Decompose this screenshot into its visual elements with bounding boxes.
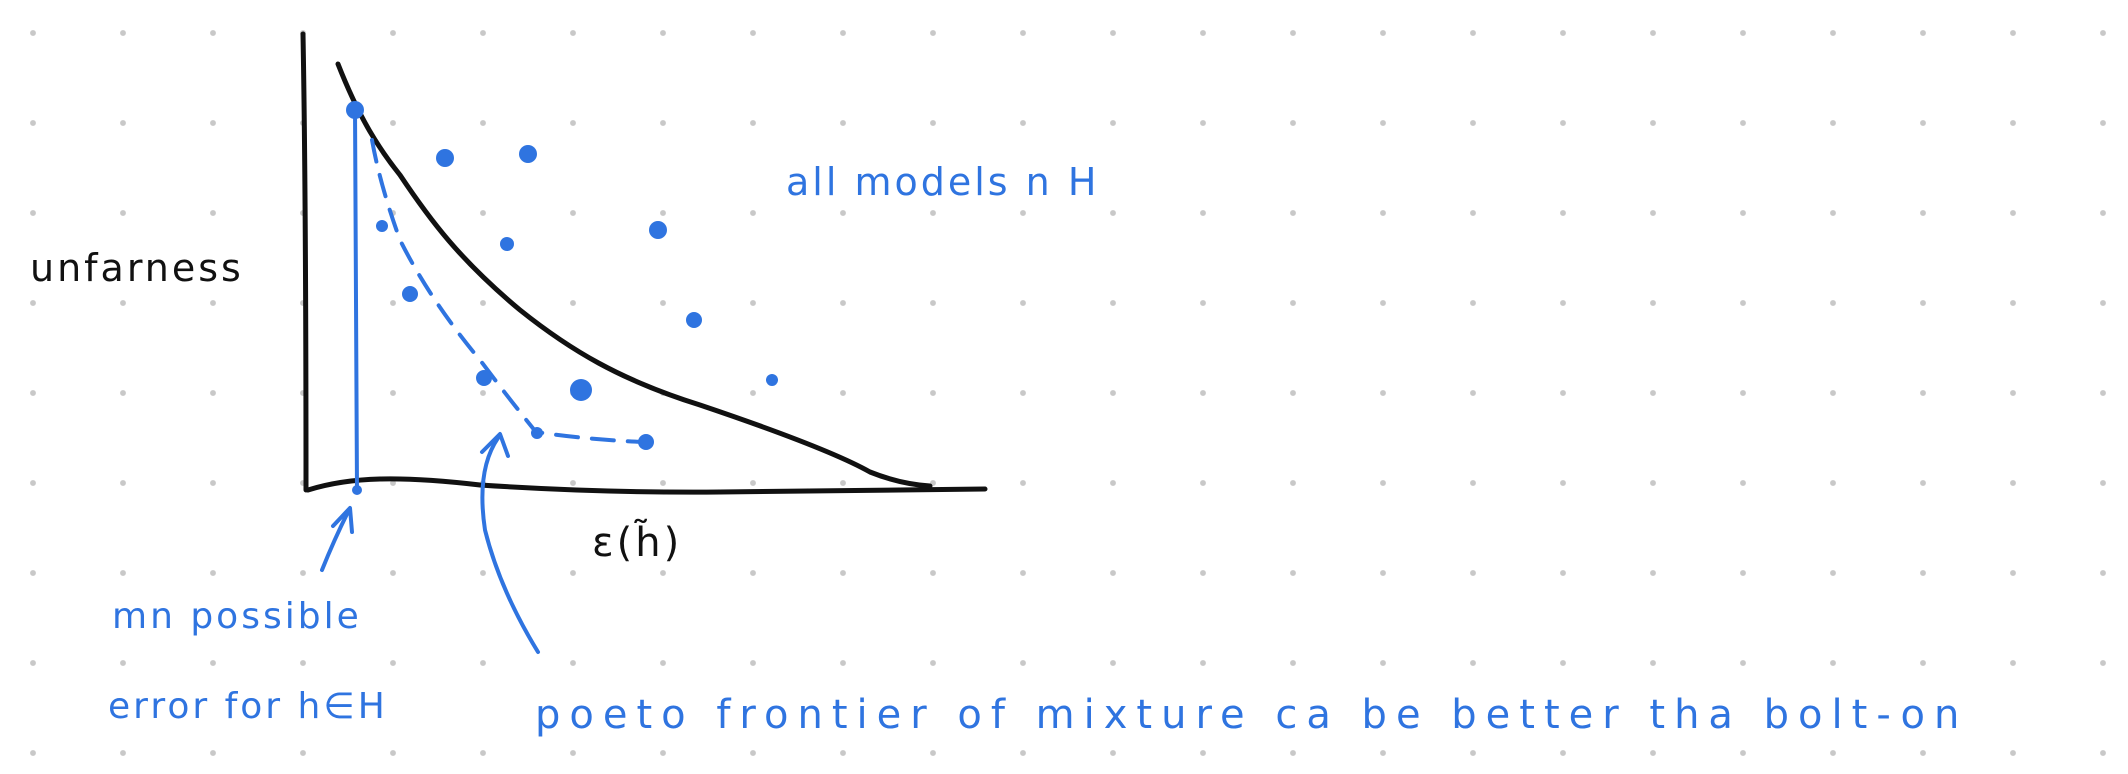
x-axis-line bbox=[305, 476, 988, 495]
min-error-label-line2: error for h∈H bbox=[108, 686, 388, 727]
model-point bbox=[570, 379, 592, 401]
pareto-note-label: poeto frontier of mixture ca be better t… bbox=[535, 692, 1969, 738]
model-point bbox=[766, 374, 778, 386]
y-axis-label: unfarness bbox=[30, 246, 244, 290]
min-error-arrowhead bbox=[331, 506, 354, 534]
min-error-arrow bbox=[320, 510, 350, 572]
x-axis-label: ε(h̃) bbox=[592, 520, 683, 566]
min-error-label-line1: mn possible bbox=[112, 596, 362, 637]
mixture-point-2 bbox=[402, 286, 418, 302]
all-models-label: all models n H bbox=[786, 160, 1100, 204]
mixture-frontier-curve bbox=[370, 138, 647, 444]
mixture-point-5 bbox=[638, 434, 654, 450]
model-point bbox=[649, 221, 667, 239]
mixture-arrowhead bbox=[480, 432, 510, 458]
mixture-point-3 bbox=[476, 370, 492, 386]
mixture-point-1 bbox=[376, 220, 388, 232]
model-point bbox=[436, 149, 454, 167]
min-error-point-top bbox=[346, 101, 364, 119]
model-point bbox=[519, 145, 537, 163]
min-error-line bbox=[353, 106, 359, 494]
mixture-arrow bbox=[480, 436, 540, 654]
y-axis-line bbox=[300, 31, 309, 493]
mixture-point-4 bbox=[531, 427, 543, 439]
bolt-on-frontier-curve bbox=[335, 61, 933, 489]
min-error-point-bottom bbox=[352, 485, 362, 495]
model-point bbox=[686, 312, 702, 328]
model-point bbox=[500, 237, 514, 251]
